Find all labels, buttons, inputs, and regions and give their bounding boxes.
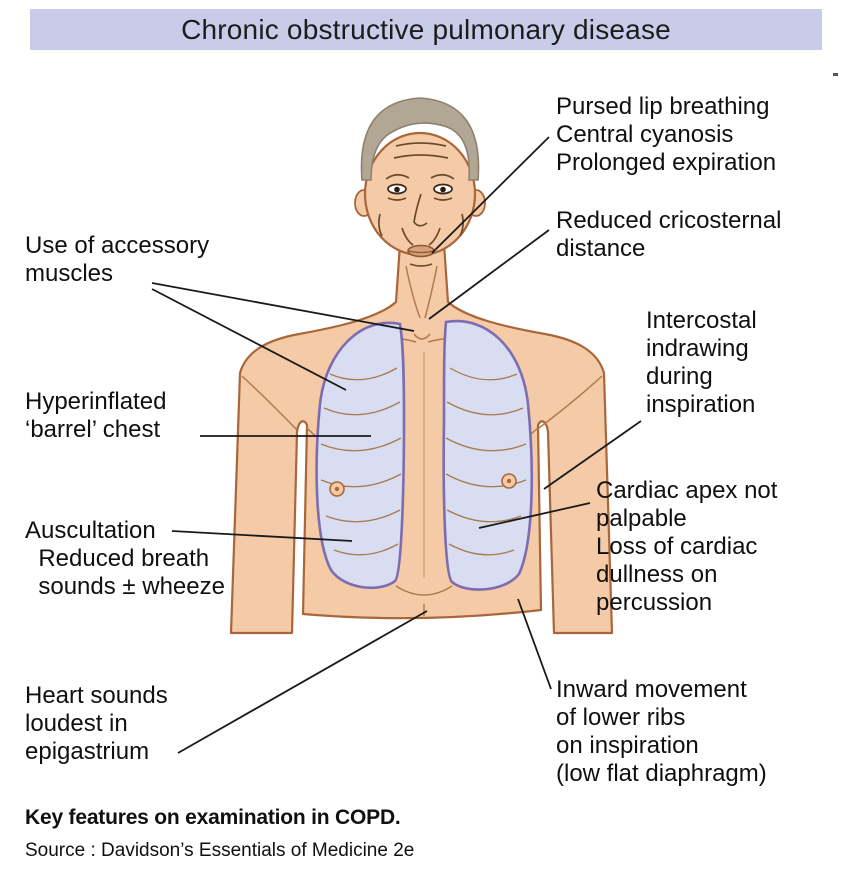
mouth-pursed — [407, 244, 435, 258]
annotation-auscultation: Auscultation Reduced breath sounds ± whe… — [25, 517, 225, 600]
leader-cardiac-apex — [478, 502, 591, 529]
stray-mark — [833, 73, 838, 76]
leader-cricosternal — [428, 229, 550, 320]
annotation-heart-sounds: Heart sounds loudest in epigastrium — [25, 682, 168, 765]
nipples — [329, 473, 517, 497]
annotation-pursed-lip-breathing: Pursed lip breathing Central cyanosis Pr… — [556, 93, 777, 176]
figure-caption: Key features on examination in COPD. — [25, 806, 401, 829]
hair — [360, 97, 480, 181]
face-features — [378, 142, 464, 267]
right-lung — [442, 319, 534, 591]
lungs — [315, 319, 534, 591]
leader-accessory-2 — [151, 288, 347, 391]
figure-body — [229, 242, 614, 635]
leader-intercostal — [543, 420, 642, 490]
annotation-barrel-chest: Hyperinflated ‘barrel’ chest — [25, 388, 167, 443]
annotation-accessory-muscles: Use of accessory muscles — [25, 232, 210, 287]
leader-pursed-lip — [431, 136, 550, 254]
leader-heart-sounds — [177, 610, 428, 754]
annotation-intercostal-indrawing: Intercostal indrawing during inspiration — [646, 307, 757, 418]
leader-lines — [151, 136, 642, 754]
annotation-reduced-cricosternal-distance: Reduced cricosternal distance — [556, 207, 782, 262]
annotation-cardiac-apex: Cardiac apex not palpable Loss of cardia… — [596, 477, 778, 616]
face — [363, 131, 477, 257]
leader-lower-ribs — [517, 598, 552, 690]
torso-outline — [229, 242, 614, 635]
annotation-lower-ribs: Inward movement of lower ribs on inspira… — [556, 676, 767, 787]
left-lung — [315, 321, 406, 590]
title-bar: Chronic obstructive pulmonary disease — [30, 9, 822, 50]
head — [354, 97, 486, 267]
figure-source: Source : Davidson’s Essentials of Medici… — [25, 840, 415, 861]
diagram-title: Chronic obstructive pulmonary disease — [181, 13, 671, 45]
leader-auscultation — [171, 530, 353, 542]
leader-accessory-1 — [151, 282, 415, 332]
rib-lines — [320, 367, 527, 556]
